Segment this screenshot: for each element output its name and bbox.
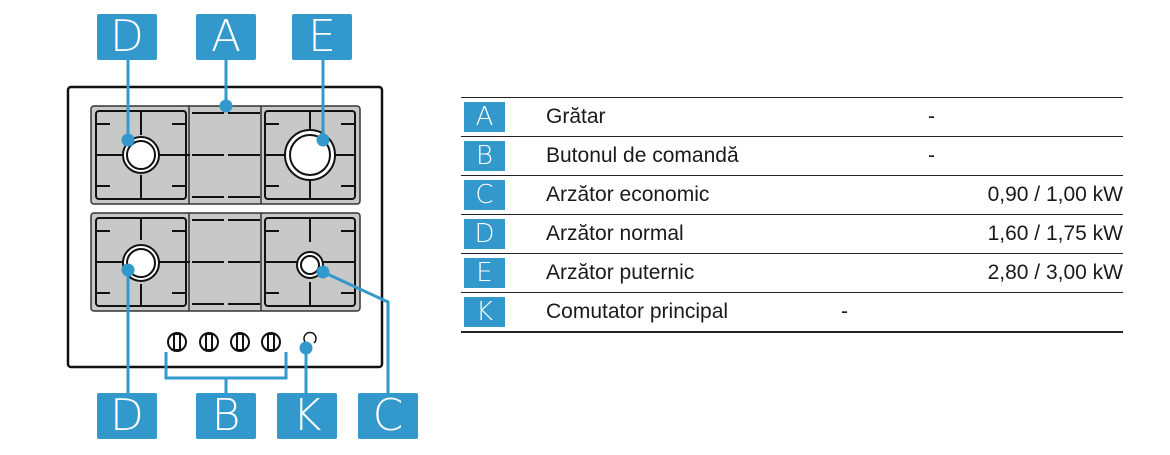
- legend-value: -: [928, 105, 935, 128]
- legend-row: A Grătar -: [461, 97, 1123, 137]
- label-a-top: A: [196, 14, 256, 60]
- legend-value: 2,80 / 3,00 kW: [987, 261, 1123, 284]
- legend-name: Grătar: [546, 105, 606, 128]
- label-d-bottom: D: [97, 393, 157, 439]
- legend-key: E: [464, 258, 505, 288]
- legend-value: 0,90 / 1,00 kW: [987, 183, 1123, 206]
- legend-row: E Arzător puternic 2,80 / 3,00 kW: [461, 253, 1123, 293]
- label-e-top: E: [292, 14, 352, 60]
- legend-key: B: [464, 141, 505, 171]
- legend-key: D: [464, 219, 505, 249]
- legend-name: Butonul de comandă: [546, 144, 739, 167]
- legend-value: 1,60 / 1,75 kW: [987, 222, 1123, 245]
- gas-hob-diagram: D A E D B K C: [0, 0, 440, 450]
- component-legend-table: A Grătar - B Butonul de comandă - C Arză…: [461, 97, 1123, 333]
- legend-key: A: [464, 102, 505, 132]
- legend-name: Arzător economic: [546, 183, 710, 206]
- label-c-bottom: C: [358, 393, 418, 439]
- legend-value: -: [841, 299, 848, 323]
- legend-row: B Butonul de comandă -: [461, 136, 1123, 176]
- legend-row: K Comutator principal -: [461, 292, 1123, 332]
- legend-name: Arzător normal: [546, 222, 684, 245]
- label-k-bottom: K: [277, 393, 337, 439]
- hob-illustration: [66, 60, 390, 395]
- label-d-top: D: [97, 14, 157, 60]
- legend-name: Comutator principal: [546, 299, 729, 323]
- legend-name: Arzător puternic: [546, 261, 695, 284]
- legend-row: D Arzător normal 1,60 / 1,75 kW: [461, 214, 1123, 254]
- legend-row: C Arzător economic 0,90 / 1,00 kW: [461, 175, 1123, 215]
- legend-key: C: [464, 180, 505, 210]
- label-b-bottom: B: [196, 393, 256, 439]
- legend-value: -: [928, 144, 935, 167]
- legend-key: K: [464, 296, 505, 327]
